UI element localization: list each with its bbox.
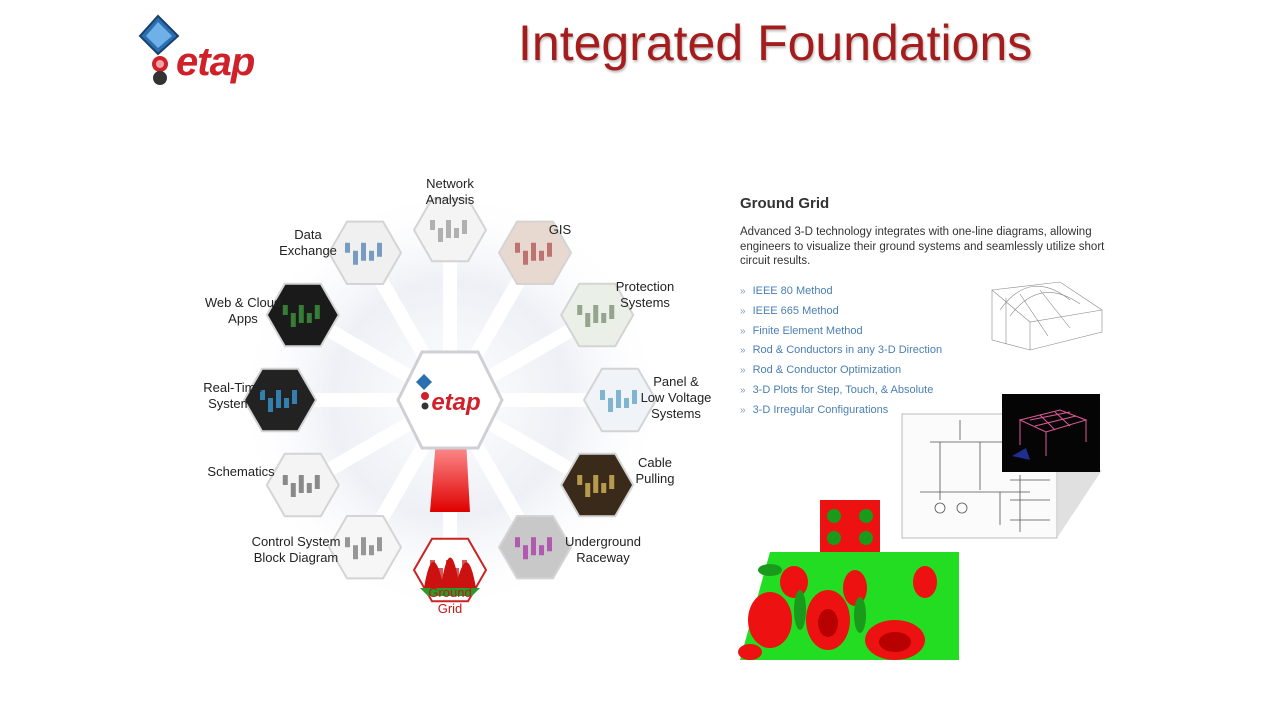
label-line: Systems (620, 295, 670, 310)
label-line: Ground (428, 585, 472, 600)
active-beam (430, 440, 470, 512)
surface-plot-thumbnail (991, 281, 1103, 351)
label-line: Systems (651, 406, 701, 421)
label-gis[interactable]: GIS (549, 222, 571, 238)
hex-control[interactable] (327, 515, 403, 580)
label-line: Schematics (207, 464, 275, 479)
feature-label: 3-D Irregular Configurations (752, 403, 889, 416)
logo-emblem-icon (138, 14, 180, 85)
feature-label: Rod & Conductor Optimization (752, 364, 902, 377)
chevron-bullet-icon: » (740, 404, 746, 416)
feature-label: Finite Element Method (752, 324, 863, 337)
feature-item[interactable]: » IEEE 80 Method (740, 285, 833, 297)
hex-realtime[interactable] (242, 367, 318, 433)
center-logo: etap (431, 389, 480, 416)
panel-title: Ground Grid (740, 195, 830, 212)
chevron-bullet-icon: » (740, 286, 746, 297)
hex-gis[interactable] (497, 220, 573, 285)
feature-item[interactable]: » Finite Element Method (740, 325, 863, 337)
feature-item[interactable]: » 3-D Plots for Step, Touch, & Absolute (740, 384, 933, 396)
brand-name: etap (176, 40, 255, 84)
panel-description: Advanced 3-D technology integrates with … (740, 226, 1105, 267)
ground-grid-illustrations (738, 281, 1103, 660)
label-line: GIS (548, 222, 572, 237)
hex-ground[interactable] (412, 537, 488, 603)
hex-raceway[interactable] (497, 515, 573, 580)
feature-label: Rod & Conductors in any 3-D Direction (752, 344, 943, 357)
label-line: Control System (251, 534, 341, 549)
label-line: Underground (565, 534, 641, 549)
label-line: Exchange (279, 243, 337, 258)
label-line: Systems (208, 396, 258, 411)
feature-label: 3-D Plots for Step, Touch, & Absolute (752, 384, 934, 396)
label-line: Raceway (576, 550, 630, 565)
hex-protection[interactable] (560, 282, 635, 348)
chevron-bullet-icon: » (740, 305, 746, 317)
chevron-bullet-icon: » (740, 385, 746, 396)
label-line: Panel & (653, 374, 699, 389)
label-line: Protection (615, 279, 675, 294)
chevron-bullet-icon: » (740, 365, 746, 377)
center-hub: etap (396, 350, 504, 450)
hex-schematics[interactable] (265, 452, 340, 518)
hex-webcloud[interactable] (265, 282, 340, 348)
hex-data[interactable] (327, 220, 403, 285)
feature-item[interactable]: » Rod & Conductor Optimization (740, 364, 901, 376)
page-title: Integrated Foundations (518, 15, 1033, 71)
label-line: Low Voltage (640, 390, 712, 405)
label-line: Cable (638, 455, 672, 470)
label-line: Apps (228, 311, 258, 326)
feature-label: IEEE 80 Method (752, 285, 833, 297)
chevron-bullet-icon: » (740, 325, 746, 337)
hex-cable[interactable] (560, 452, 635, 518)
ground-grid-heatmap (738, 500, 959, 660)
feature-label: IEEE 665 Method (752, 304, 839, 317)
label-line: Analysis (425, 192, 475, 207)
label-line: Network (426, 176, 474, 191)
label-line: Grid (437, 601, 463, 616)
label-line: Pulling (635, 471, 675, 486)
grid-3d-render-thumbnail (1002, 394, 1100, 472)
hex-panel[interactable] (582, 367, 658, 433)
feature-item[interactable]: » 3-D Irregular Configurations (740, 404, 888, 416)
chevron-bullet-icon: » (740, 345, 746, 357)
label-line: Block Diagram (253, 550, 339, 565)
feature-item[interactable]: » Rod & Conductors in any 3-D Direction (740, 344, 942, 356)
label-line: Data (294, 227, 322, 242)
hex-network[interactable] (412, 197, 488, 263)
etap-logo (138, 14, 180, 85)
feature-item[interactable]: » IEEE 665 Method (740, 305, 839, 317)
label-line: Web & Cloud (204, 295, 282, 310)
feature-wheel: etap (235, 185, 665, 615)
label-schematics[interactable]: Schematics (207, 464, 274, 480)
label-line: Real-Time (203, 380, 263, 395)
